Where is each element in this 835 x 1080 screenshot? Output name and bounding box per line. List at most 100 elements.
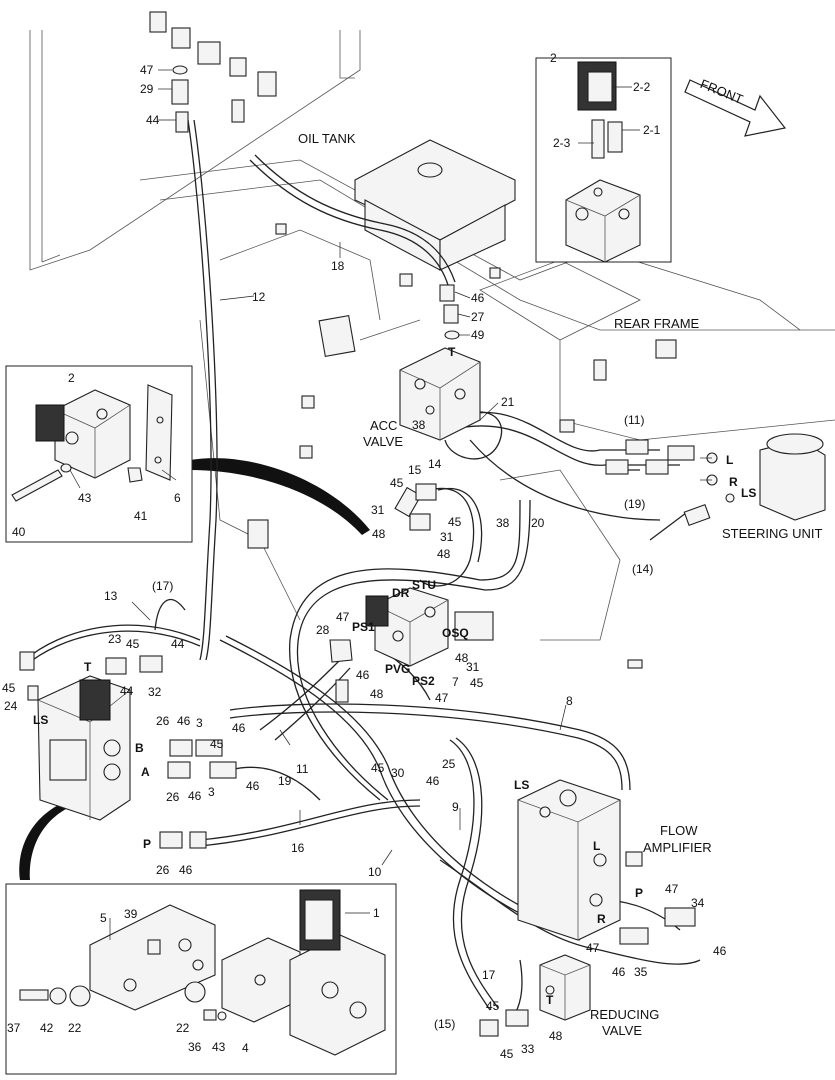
- callout: 44: [171, 637, 185, 651]
- callout: 47: [435, 691, 449, 705]
- callout: 43: [212, 1040, 226, 1054]
- port-p-flow: P: [635, 886, 643, 900]
- callout: 44: [146, 113, 160, 127]
- callout: 2: [68, 371, 75, 385]
- callout: 8: [566, 694, 573, 708]
- callout: 21: [501, 395, 515, 409]
- callout: 22: [68, 1021, 82, 1035]
- callout: 17: [482, 968, 496, 982]
- callout: 24: [4, 699, 18, 713]
- callout: 11: [296, 762, 309, 776]
- reducing-valve-label-2: VALVE: [602, 1023, 642, 1038]
- acc-valve-label-1: ACC: [370, 418, 397, 433]
- callout: 46: [232, 721, 246, 735]
- port-labels: T L R LS DR STU PS1 OSQ PVG PS2 T LS B A…: [33, 345, 756, 1007]
- callout: 45: [500, 1047, 514, 1061]
- callout: 45: [371, 761, 385, 775]
- port-t-reducing: T: [546, 993, 554, 1007]
- callout: 48: [372, 527, 386, 541]
- port-a-left: A: [141, 765, 150, 779]
- callout: 48: [370, 687, 384, 701]
- callout: 39: [124, 907, 138, 921]
- callout: (11): [624, 413, 644, 427]
- callout: 2-1: [643, 123, 661, 137]
- callout: 45: [126, 637, 140, 651]
- port-l-flow: L: [593, 839, 600, 853]
- callout: 26: [156, 863, 170, 877]
- callout: 46: [188, 789, 202, 803]
- callout: 10: [368, 865, 382, 879]
- callout: 14: [428, 457, 442, 471]
- callout: 46: [612, 965, 626, 979]
- callout: 45: [210, 737, 224, 751]
- callout: (17): [152, 579, 173, 593]
- callout: 28: [316, 623, 330, 637]
- port-dr: DR: [392, 586, 410, 600]
- callout: 48: [549, 1029, 563, 1043]
- reducing-valve-part: [479, 954, 591, 1037]
- priority-valve-part: [329, 483, 494, 703]
- callout: 1: [373, 906, 380, 920]
- callout: 45: [448, 515, 462, 529]
- port-t-acc: T: [448, 345, 456, 359]
- front-arrow: [684, 79, 787, 137]
- callout: 45: [390, 476, 404, 490]
- top-fittings: [149, 11, 460, 340]
- callout: 22: [176, 1021, 190, 1035]
- acc-valve-label-2: VALVE: [363, 434, 403, 449]
- callout: 46: [426, 774, 440, 788]
- port-r-steering: R: [729, 475, 738, 489]
- rear-frame-outline: [139, 159, 835, 669]
- callout: 47: [336, 610, 350, 624]
- callout: 48: [437, 547, 451, 561]
- steering-unit-label: STEERING UNIT: [722, 526, 822, 541]
- callout: 48: [455, 651, 469, 665]
- callout: 38: [496, 516, 510, 530]
- callout: 2-3: [553, 136, 571, 150]
- steering-unit-part: [605, 433, 826, 527]
- callout: 47: [586, 941, 600, 955]
- callout: (14): [632, 562, 653, 576]
- port-ls-left: LS: [33, 713, 48, 727]
- port-ls-steering: LS: [741, 486, 756, 500]
- callout: 7: [452, 675, 459, 689]
- callout: 9: [452, 800, 459, 814]
- flow-amplifier-label-1: FLOW: [660, 823, 698, 838]
- callout: 27: [471, 310, 485, 324]
- callout: 23: [108, 632, 122, 646]
- port-ps1: PS1: [352, 620, 375, 634]
- callout: 6: [174, 491, 181, 505]
- callout: 29: [140, 82, 154, 96]
- port-r-flow: R: [597, 912, 606, 926]
- callout: 43: [78, 491, 92, 505]
- port-b-left: B: [135, 741, 144, 755]
- callout: 36: [188, 1040, 202, 1054]
- oil-tank-label: OIL TANK: [298, 131, 356, 146]
- port-pvg: PVG: [385, 662, 410, 676]
- callout: 4: [242, 1041, 249, 1055]
- port-l-steering: L: [726, 453, 733, 467]
- port-ls-flow: LS: [514, 778, 529, 792]
- callout: 12: [252, 290, 266, 304]
- callout: 3: [196, 716, 203, 730]
- callout: 33: [521, 1042, 535, 1056]
- leader-lines: [69, 69, 712, 940]
- port-stu: STU: [412, 578, 436, 592]
- acc-valve-part: [399, 347, 481, 441]
- callout: 2-2: [633, 80, 651, 94]
- callout-band-lower: [19, 800, 72, 880]
- callout: 46: [179, 863, 193, 877]
- callout: 41: [134, 509, 148, 523]
- port-osq: OSQ: [442, 626, 469, 640]
- reducing-valve-label-1: REDUCING: [590, 1007, 659, 1022]
- callout: 45: [2, 681, 16, 695]
- callout: 32: [148, 685, 162, 699]
- callout-band-upper: [190, 458, 370, 535]
- inset-acc-bracket: [5, 365, 193, 543]
- rear-frame-label: REAR FRAME: [614, 316, 700, 331]
- callout: 45: [470, 676, 484, 690]
- callout: 35: [634, 965, 648, 979]
- callout: (15): [434, 1017, 455, 1031]
- callout: 5: [100, 911, 107, 925]
- callout: 46: [713, 944, 727, 958]
